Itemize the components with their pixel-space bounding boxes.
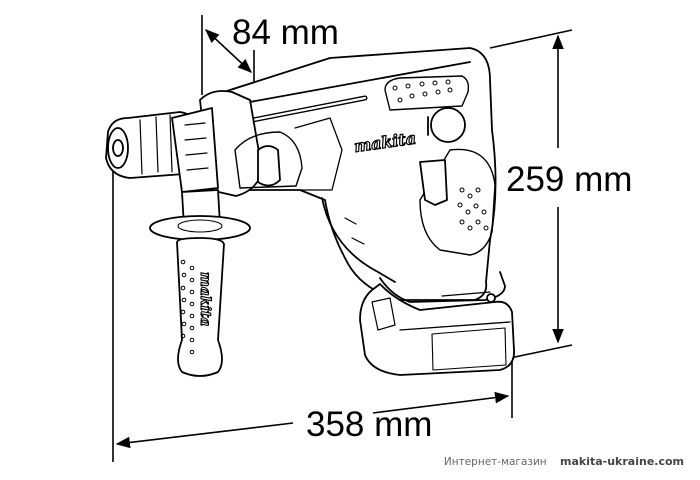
tool-body — [105, 47, 515, 377]
watermark-footer: Интернет-магазин makita-ukraine.com — [444, 455, 684, 468]
height-dimension-label: 259 mm — [506, 160, 633, 199]
dimension-lines — [112, 15, 573, 462]
depth-dimension-label: 84 mm — [232, 13, 339, 52]
shop-label: Интернет-магазин — [443, 456, 547, 468]
length-dimension-label: 358 mm — [306, 405, 433, 444]
site-name: makita-ukraine.com — [560, 455, 684, 468]
svg-text:makita: makita — [197, 272, 213, 326]
makita-logo-handle: makita — [196, 271, 213, 327]
